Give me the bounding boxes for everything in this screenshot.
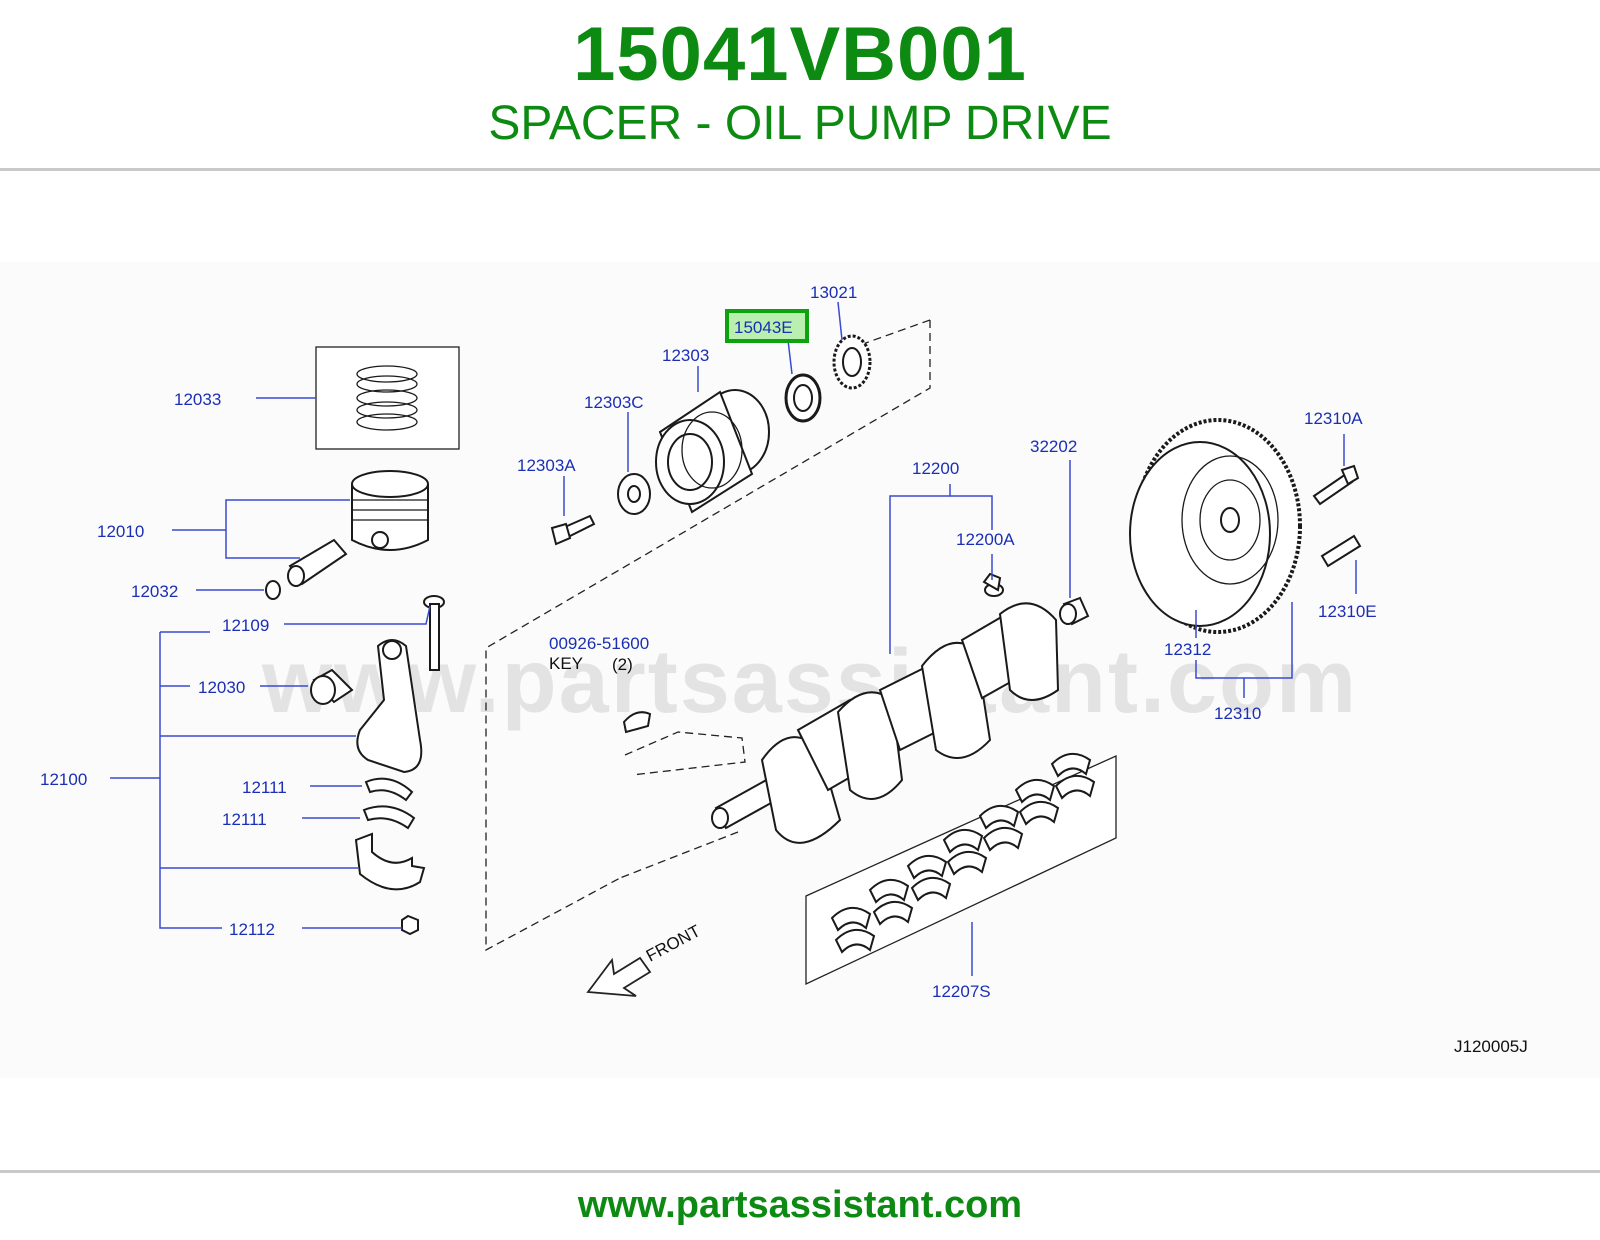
- connecting-rod-bolt: [423, 595, 445, 671]
- label-12303[interactable]: 12303: [662, 346, 709, 365]
- label-12109[interactable]: 12109: [222, 616, 269, 635]
- label-12111-upper[interactable]: 12111: [242, 778, 287, 797]
- label-12111-lower[interactable]: 12111: [222, 810, 267, 829]
- watermark: www.partsassistant.com: [261, 632, 1358, 732]
- leader-lines: [110, 301, 1357, 976]
- flywheel-bolt: [1312, 464, 1360, 506]
- front-label: FRONT: [643, 921, 704, 965]
- label-12310[interactable]: 12310: [1214, 704, 1261, 723]
- part-number-title: 15041VB001: [573, 12, 1027, 97]
- crankshaft: [711, 572, 1060, 844]
- pulley-washer: [617, 473, 651, 515]
- label-15043E-highlighted[interactable]: 15043E: [734, 318, 793, 337]
- label-00926-51600[interactable]: 00926-51600: [549, 634, 649, 653]
- label-12207S[interactable]: 12207S: [932, 982, 991, 1001]
- front-arrow-icon: [586, 956, 652, 997]
- main-bearing-set: [805, 753, 1117, 986]
- diagram-code: J120005J: [1454, 1037, 1528, 1056]
- label-12112[interactable]: 12112: [229, 920, 275, 939]
- rod-bearing-lower: [362, 805, 416, 830]
- flywheel: [1129, 418, 1302, 634]
- footer-website-link[interactable]: www.partsassistant.com: [577, 1184, 1023, 1226]
- label-12200A[interactable]: 12200A: [956, 530, 1015, 549]
- crank-sprocket: [832, 334, 872, 390]
- label-12303C[interactable]: 12303C: [584, 393, 644, 412]
- crank-group-outline: [485, 320, 931, 952]
- oil-pump-drive-spacer: [784, 373, 822, 423]
- pulley-dash-line: [859, 319, 931, 346]
- connecting-rod-bushing: [310, 668, 354, 705]
- rod-nut: [401, 914, 419, 936]
- label-12100[interactable]: 12100: [40, 770, 87, 789]
- label-12030[interactable]: 12030: [198, 678, 245, 697]
- crank-pulley: [655, 389, 770, 514]
- label-12033[interactable]: 12033: [174, 390, 221, 409]
- pilot-bushing: [1059, 596, 1090, 626]
- highlight-box: [725, 309, 809, 343]
- label-12310E[interactable]: 12310E: [1318, 602, 1377, 621]
- flywheel-dowel: [1320, 534, 1362, 568]
- key-dash-line: [624, 731, 746, 776]
- label-12010[interactable]: 12010: [97, 522, 144, 541]
- snap-ring: [265, 580, 281, 600]
- piston-ring-set: [315, 346, 460, 450]
- connecting-rod: [356, 639, 423, 774]
- rod-cap: [354, 832, 426, 891]
- key-label: KEY: [549, 654, 583, 673]
- label-12310A[interactable]: 12310A: [1304, 409, 1363, 428]
- label-32202[interactable]: 32202: [1030, 437, 1077, 456]
- rod-bearing-upper: [364, 777, 414, 802]
- woodruff-key: [622, 711, 652, 734]
- label-12312[interactable]: 12312: [1164, 640, 1211, 659]
- pulley-bolt: [550, 514, 596, 546]
- page-header: 15041VB001 SPACER - OIL PUMP DRIVE: [0, 0, 1600, 168]
- footer-divider: [0, 1170, 1600, 1173]
- front-dash-line: [619, 831, 739, 879]
- label-13021[interactable]: 13021: [810, 283, 857, 302]
- part-description: SPACER - OIL PUMP DRIVE: [488, 97, 1112, 150]
- label-12303A[interactable]: 12303A: [517, 456, 576, 475]
- label-12200[interactable]: 12200: [912, 459, 959, 478]
- piston: [351, 470, 429, 551]
- key-quantity: (2): [612, 655, 633, 674]
- label-12032[interactable]: 12032: [131, 582, 178, 601]
- piston-pin: [287, 538, 348, 587]
- header-divider: [0, 168, 1600, 171]
